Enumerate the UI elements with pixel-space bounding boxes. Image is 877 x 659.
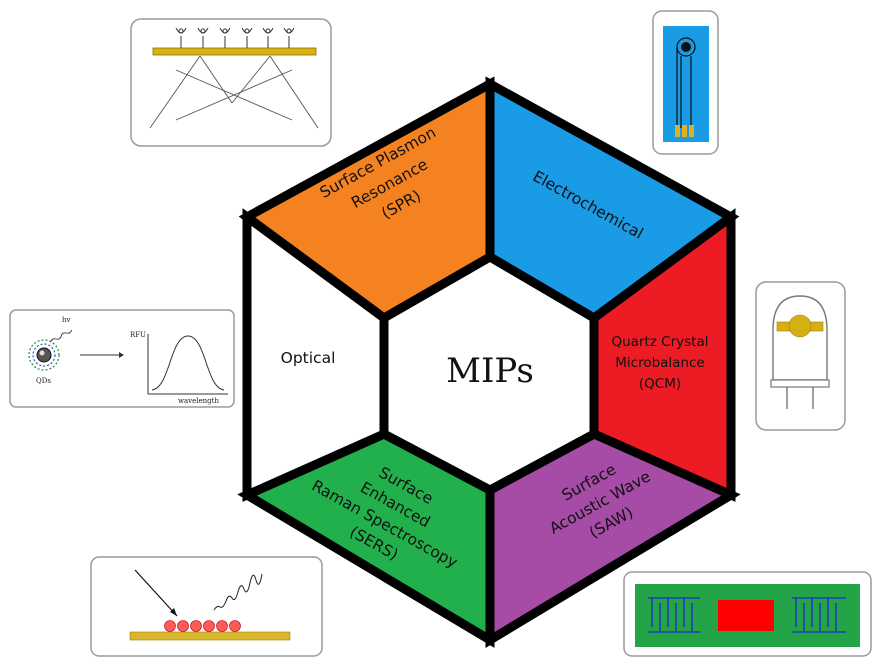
optical-panel: hv QDs RFU wavelength: [9, 309, 235, 408]
hexagon: [237, 76, 741, 648]
qcm-panel: [755, 281, 846, 431]
crystal-housing-icon: [772, 295, 828, 381]
gold-film-icon: [152, 47, 317, 56]
nanoparticle-icons: [164, 620, 241, 632]
idt-right-icon: [792, 597, 846, 633]
idt-left-icon: [648, 597, 700, 633]
receptor-icons: [175, 27, 295, 48]
rfu-label: RFU: [130, 331, 146, 339]
quantum-dot-icon: [28, 339, 60, 371]
qds-label: QDs: [36, 377, 51, 385]
electrochemical-panel: [652, 10, 719, 155]
label-qcm-line1: Quartz Crystal: [612, 334, 709, 350]
saw-panel: [623, 571, 872, 657]
label-optical: Optical: [281, 349, 336, 367]
scattered-wave-icon: [213, 573, 263, 611]
emission-peak-icon: [151, 335, 225, 391]
center-label: MIPs: [446, 351, 534, 391]
gold-electrode-icon: [788, 314, 812, 338]
saw-sensing-area-icon: [718, 600, 774, 631]
spr-panel: [130, 18, 332, 147]
incident-laser-icon: [134, 569, 178, 617]
label-qcm-line3: (QCM): [639, 376, 681, 392]
label-qcm-line2: Microbalance: [615, 355, 704, 371]
sers-panel: [90, 556, 323, 657]
hv-label: hv: [62, 316, 71, 324]
center-hexagon: [379, 251, 599, 496]
prism-beam-icon: [149, 55, 319, 129]
wavelength-label: wavelength: [178, 397, 219, 405]
sers-substrate-icon: [129, 631, 291, 641]
label-qcm: Quartz Crystal Microbalance (QCM): [612, 334, 709, 392]
